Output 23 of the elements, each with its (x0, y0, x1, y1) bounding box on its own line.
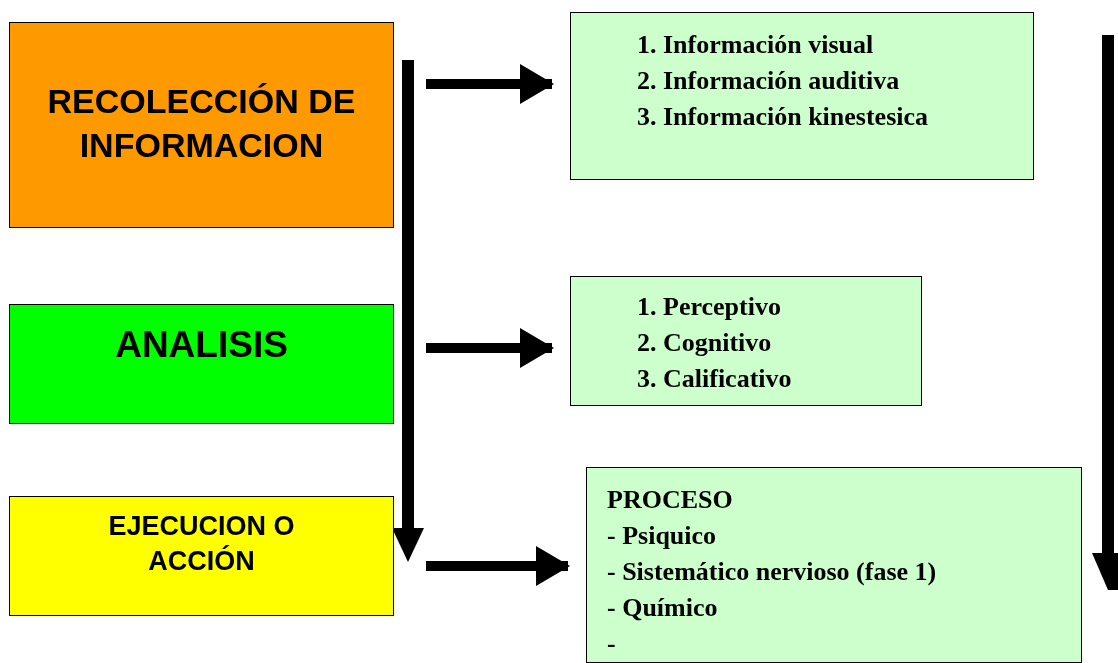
box-title: EJECUCION O ACCIÓN (107, 510, 296, 579)
list-item: 2. Información auditiva (637, 64, 900, 97)
list-box (570, 12, 1034, 180)
list-item: 1. Información visual (637, 29, 874, 61)
list-item: - Químico (607, 591, 718, 624)
process-box (9, 496, 394, 616)
box-title: ANALISIS (115, 323, 288, 367)
list-item: 1. Perceptivo (637, 291, 781, 323)
process-box (9, 304, 394, 424)
list-box (586, 467, 1082, 663)
arrow (426, 328, 554, 368)
list-item: - Psiquico (607, 519, 717, 552)
arrow (426, 546, 570, 586)
list-box (570, 276, 922, 406)
list-item: - Sistemático nervioso (fase 1) (607, 555, 937, 588)
list-item: - (607, 627, 616, 660)
arrow (426, 64, 554, 104)
box-title: RECOLECCIÓN DE INFORMACION (46, 81, 357, 167)
list-item: 2. Cognitivo (637, 326, 772, 359)
list-item: 3. Calificativo (637, 362, 792, 395)
box-heading: PROCESO (607, 484, 733, 516)
list-item: 3. Información kinestesica (637, 100, 929, 133)
process-box (9, 22, 394, 228)
